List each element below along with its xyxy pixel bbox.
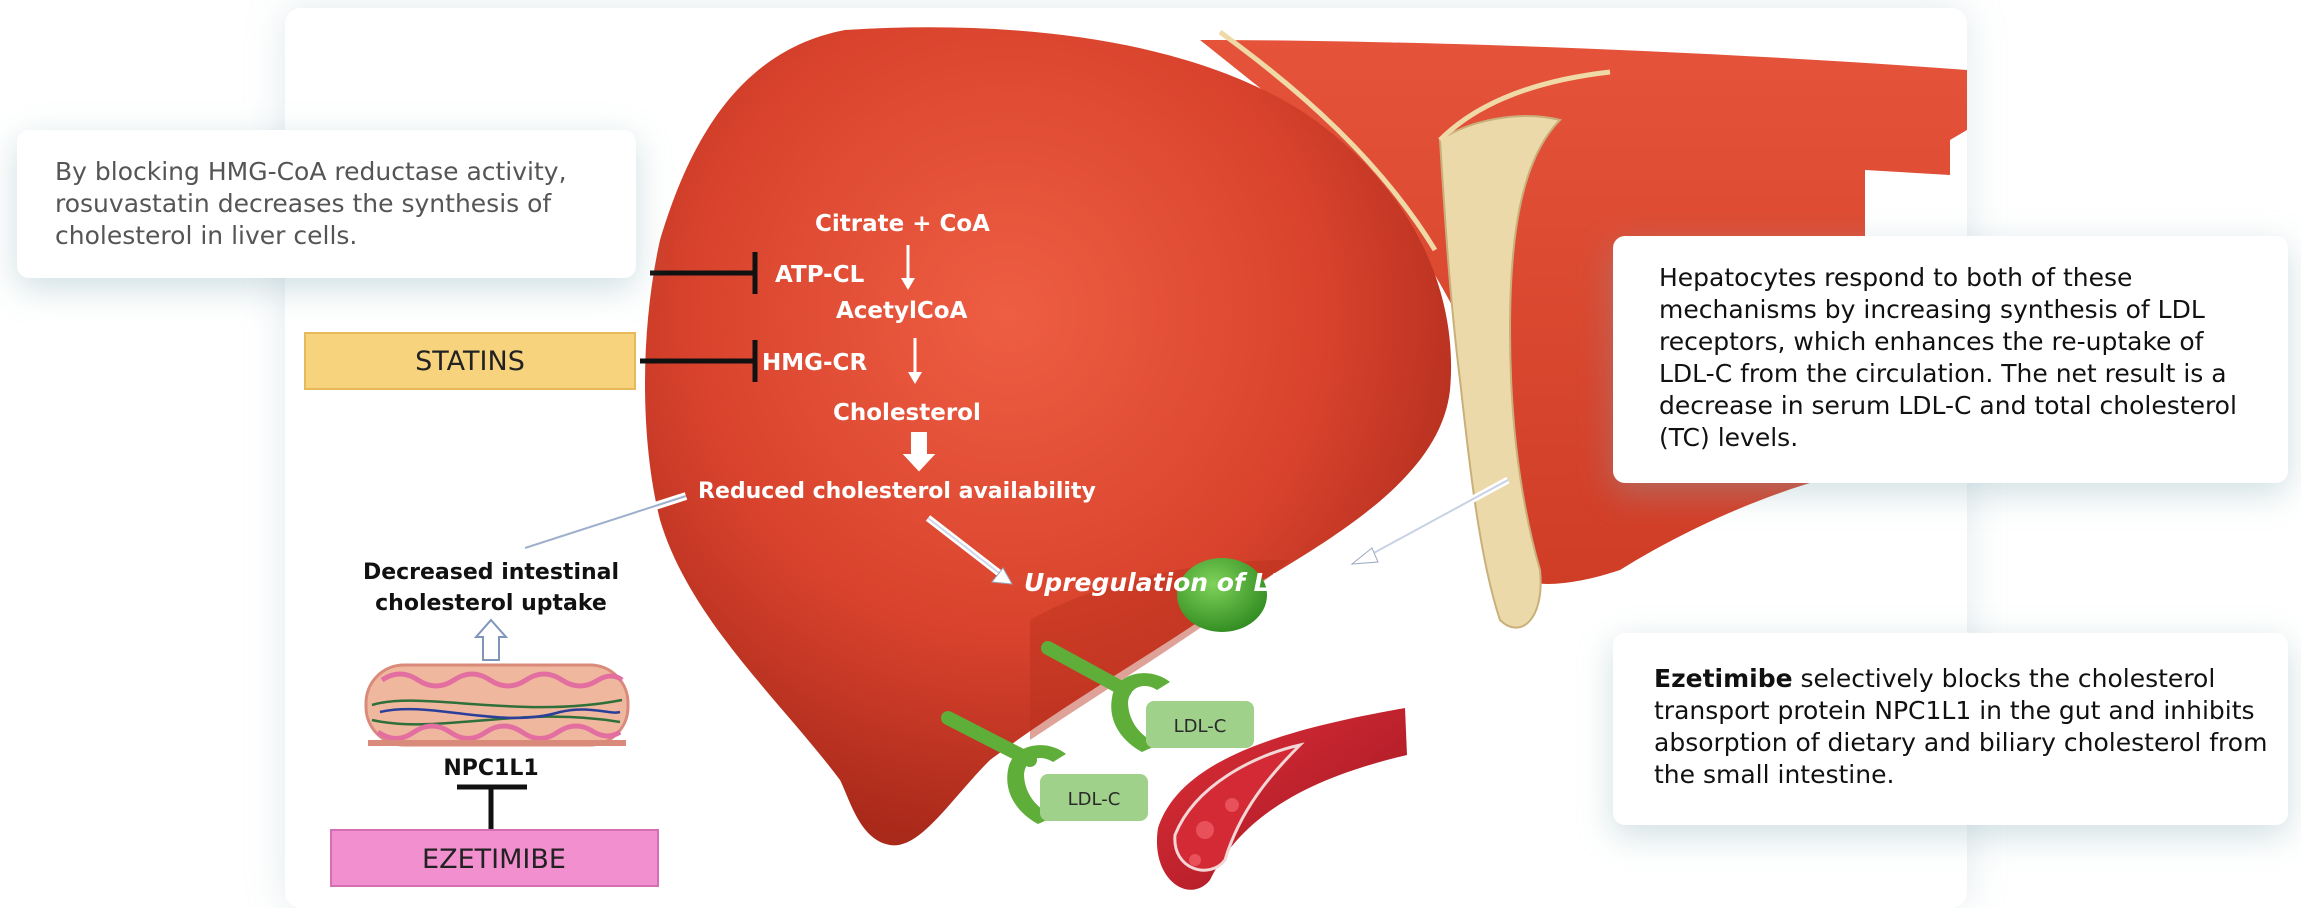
label-hmg-cr: HMG-CR	[762, 350, 867, 376]
callout-statins-text: By blocking HMG-CoA reductase activity, …	[55, 157, 567, 250]
intestine-illustration	[366, 665, 628, 746]
label-acetylcoa: AcetylCoA	[836, 298, 968, 324]
decreased-uptake-line1: Decreased intestinal	[363, 560, 619, 585]
ldl-c-label-lower: LDL-C	[1068, 789, 1121, 810]
label-citrate-coa: Citrate + CoA	[815, 211, 990, 237]
hollow-arrow-up	[476, 620, 506, 660]
npc1l1-label: NPC1L1	[443, 756, 538, 781]
label-reduced-availability: Reduced cholesterol availability	[698, 479, 1096, 504]
callout-hepatocyte-text: Hepatocytes respond to both of these mec…	[1659, 263, 2237, 452]
decreased-uptake-line2: cholesterol uptake	[375, 591, 607, 616]
label-cholesterol: Cholesterol	[833, 400, 981, 426]
callout-statins-mechanism: By blocking HMG-CoA reductase activity, …	[17, 130, 636, 278]
label-upregulation: Upregulation of LDL-R	[1024, 568, 1336, 597]
callout-ezetimibe-term: Ezetimibe	[1654, 664, 1793, 693]
ezetimibe-label: EZETIMIBE	[422, 844, 566, 875]
callout-ezetimibe: Ezetimibe selectively blocks the cholest…	[1613, 633, 2288, 825]
statins-label: STATINS	[415, 346, 525, 377]
ldl-c-label-upper: LDL-C	[1174, 716, 1227, 737]
label-atp-cl: ATP-CL	[775, 262, 865, 288]
callout-hepatocyte-response: Hepatocytes respond to both of these mec…	[1613, 236, 2288, 483]
